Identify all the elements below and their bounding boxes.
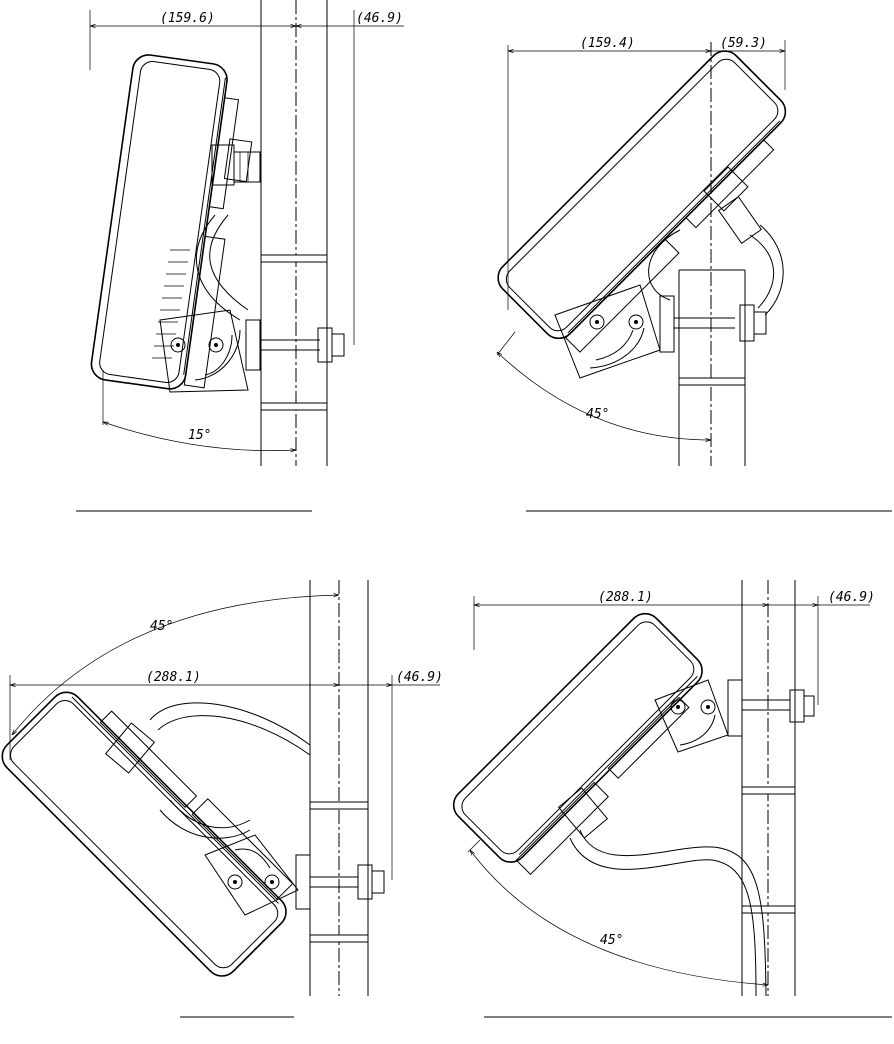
dimension-label-left: (159.6) [160, 11, 215, 26]
mount-bracket [655, 680, 814, 752]
mount-bracket [160, 310, 344, 392]
cable-connector [559, 788, 766, 996]
cooling-fins [184, 236, 225, 387]
view-bottom-left: (288.1) (46.9) [0, 580, 443, 1017]
dimension-label-right: (59.3) [720, 36, 767, 51]
antenna-panel [0, 672, 307, 983]
dimension-label-left: (288.1) [598, 590, 653, 605]
mount-bracket [555, 285, 766, 378]
dimension-label-left: (159.4) [580, 36, 635, 51]
view-bottom-right: (288.1) (46.9) [447, 580, 892, 1017]
angle-label: 45° [586, 407, 609, 422]
angle-label: 15° [188, 428, 211, 443]
cable-connector [106, 703, 310, 838]
angle-label: 45° [150, 619, 173, 634]
pole [261, 0, 327, 466]
dimension-lines [474, 596, 870, 705]
dimension-label-right: (46.9) [396, 670, 443, 685]
pole [310, 580, 368, 996]
dimension-label-right: (46.9) [828, 590, 875, 605]
cable-connector [649, 167, 784, 315]
antenna-panel [89, 53, 261, 396]
mount-bracket [205, 835, 384, 915]
view-top-left: (159.6) (46.9) [76, 0, 404, 511]
pole [679, 42, 745, 466]
antenna-panel [447, 607, 721, 881]
dimension-label-right: (46.9) [356, 11, 403, 26]
angle-arc [12, 595, 339, 735]
dimension-label-left: (288.1) [146, 670, 201, 685]
angle-label: 45° [600, 933, 623, 948]
pole [742, 580, 795, 996]
view-top-right: (159.4) (59.3) [492, 36, 892, 511]
